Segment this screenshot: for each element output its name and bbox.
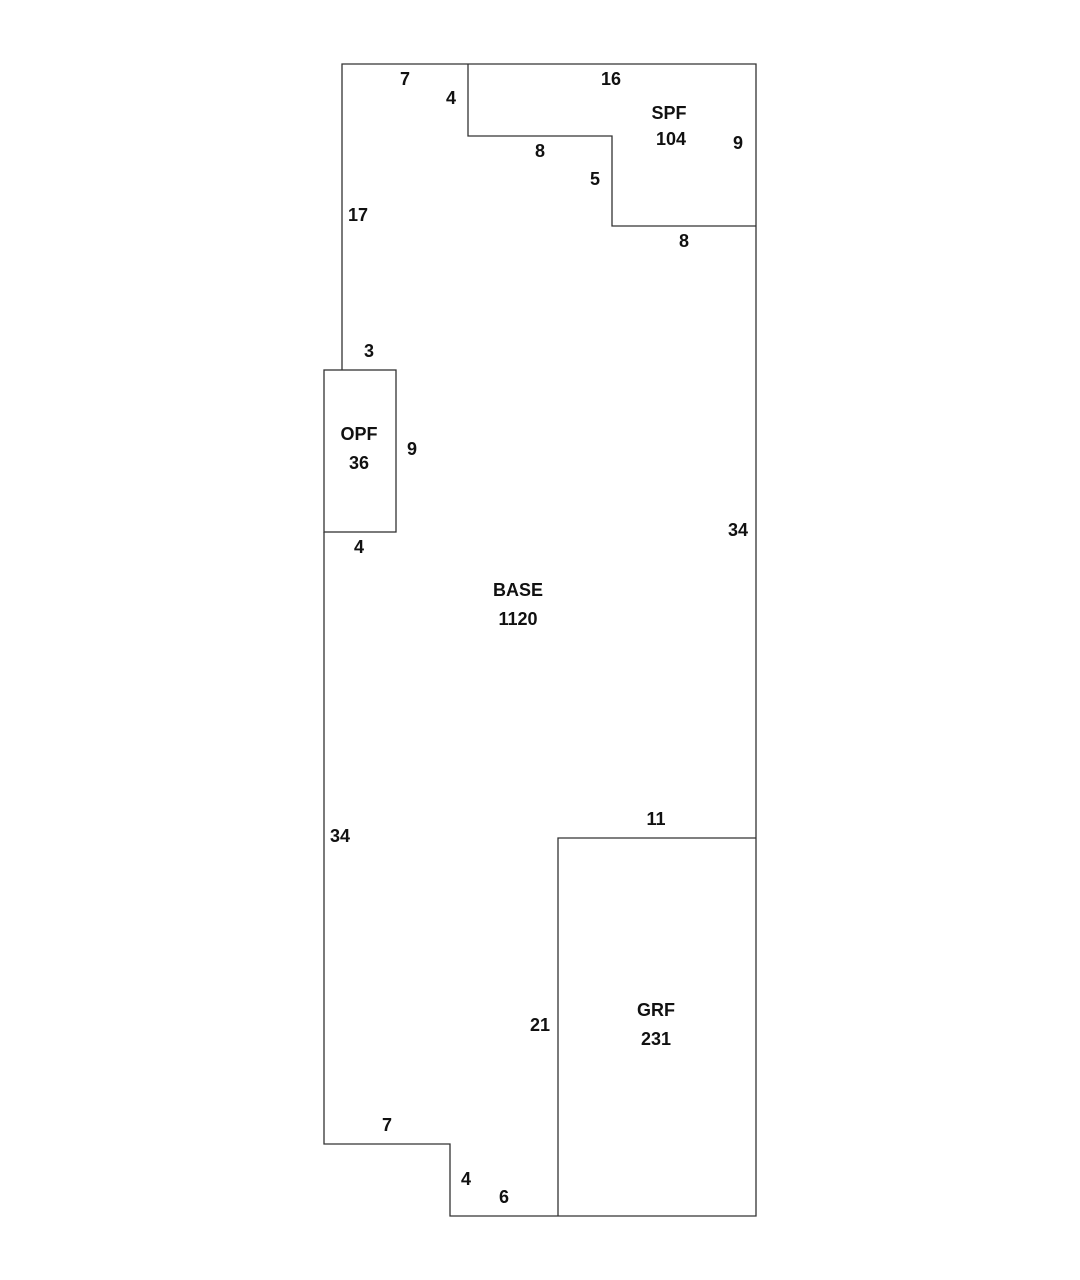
grf-area: 231 bbox=[641, 1029, 671, 1049]
dim-bottom-step-side: 4 bbox=[461, 1169, 471, 1189]
dim-spf-step: 5 bbox=[590, 169, 600, 189]
grf-outline bbox=[557, 837, 756, 1216]
spf-area: 104 bbox=[656, 129, 686, 149]
spf-label: SPF bbox=[651, 103, 686, 123]
dim-spf-inner-bottom: 8 bbox=[535, 141, 545, 161]
dim-right: 34 bbox=[728, 520, 748, 540]
dim-grf-top: 11 bbox=[646, 809, 665, 829]
dim-spf-top: 16 bbox=[601, 69, 621, 89]
base-label: BASE bbox=[493, 580, 543, 600]
dim-left-lower: 34 bbox=[330, 826, 350, 846]
opf-outline bbox=[323, 369, 397, 533]
base-area: 1120 bbox=[498, 609, 537, 629]
dim-opf-top: 3 bbox=[364, 341, 374, 361]
opf-label: OPF bbox=[340, 424, 377, 444]
dim-opf-right: 9 bbox=[407, 439, 417, 459]
dim-grf-left: 21 bbox=[530, 1015, 550, 1035]
grf-label: GRF bbox=[637, 1000, 675, 1020]
spf-outline bbox=[467, 64, 756, 227]
base-perimeter bbox=[323, 63, 757, 1217]
opf-area: 36 bbox=[349, 453, 369, 473]
dim-bottom-step-top: 7 bbox=[382, 1115, 392, 1135]
dim-spf-left: 4 bbox=[446, 88, 456, 108]
dim-spf-bottom: 8 bbox=[679, 231, 689, 251]
dim-bottom: 6 bbox=[499, 1187, 509, 1207]
dim-top-left: 7 bbox=[400, 69, 410, 89]
dim-left-upper: 17 bbox=[348, 205, 368, 225]
dim-opf-bottom: 4 bbox=[354, 537, 364, 557]
base-outline bbox=[323, 63, 757, 1217]
dim-spf-right: 9 bbox=[733, 133, 743, 153]
